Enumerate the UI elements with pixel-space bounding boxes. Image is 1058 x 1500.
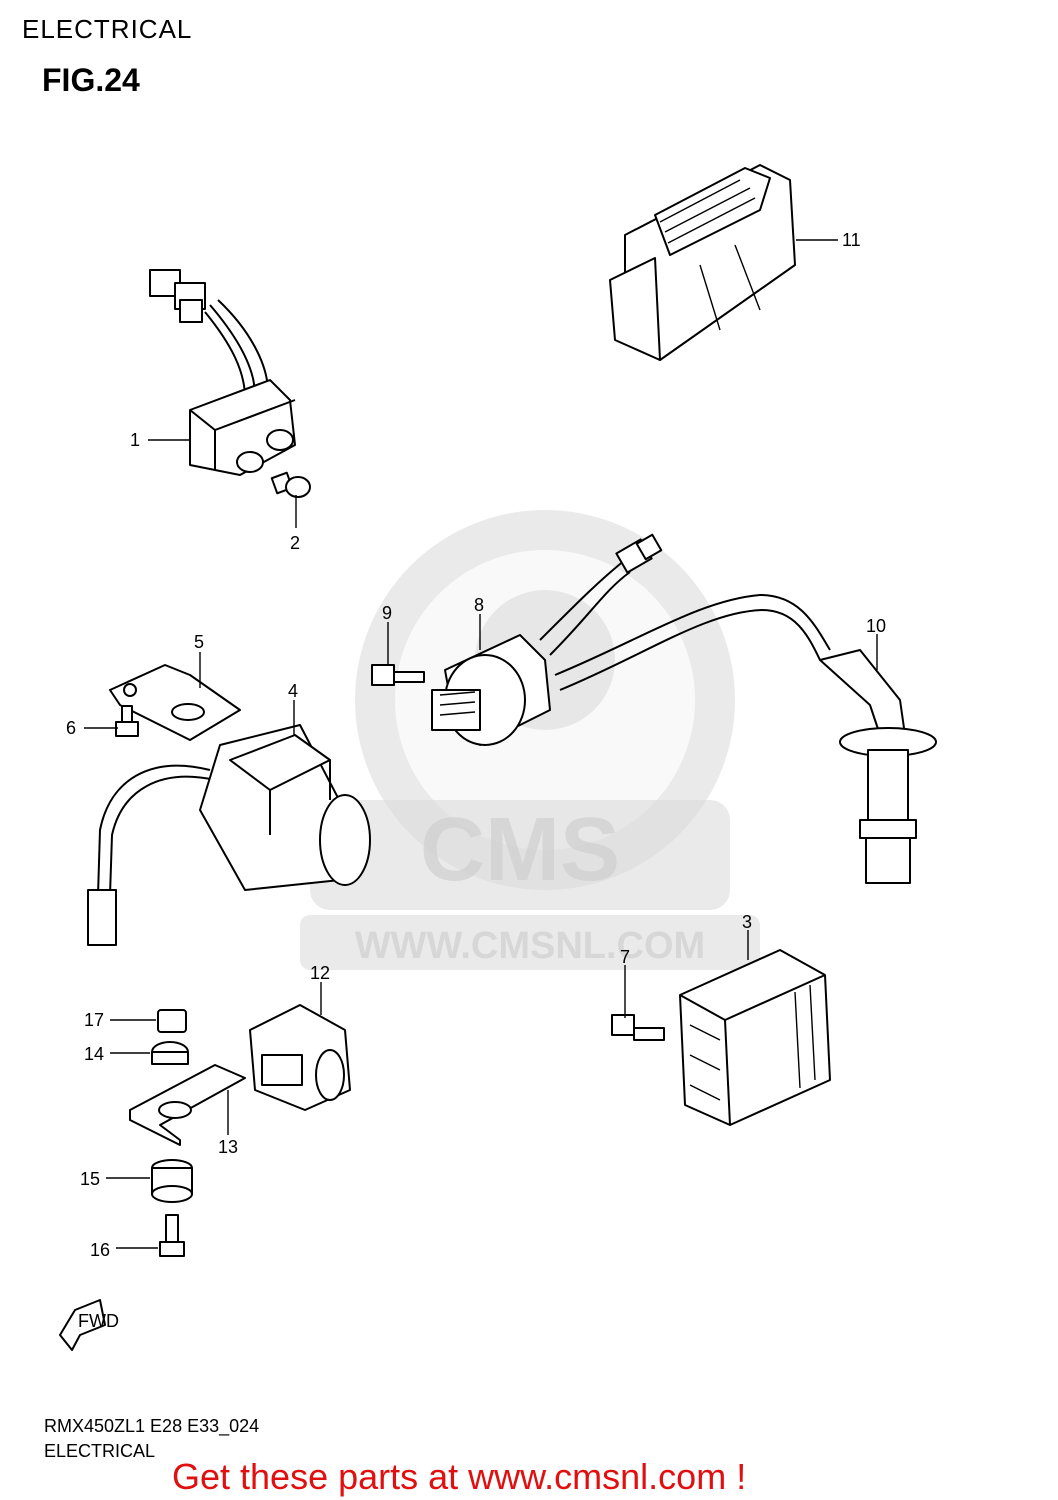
callout-5: 5 — [194, 632, 204, 652]
callout-1: 1 — [130, 430, 140, 450]
callout-8: 8 — [474, 595, 484, 615]
part-7-bolt — [611, 1014, 665, 1041]
part-9-bolt — [371, 664, 425, 686]
callout-14: 14 — [84, 1044, 104, 1064]
cms-watermark: CMS WWW.CMSNL.COM — [300, 510, 760, 970]
callout-6: 6 — [66, 718, 76, 738]
callout-17: 17 — [84, 1010, 104, 1030]
part-15-grommet — [151, 1159, 193, 1203]
callout-11: 11 — [842, 230, 861, 250]
part-6-bolt — [115, 705, 139, 737]
footer-section: ELECTRICAL — [44, 1441, 156, 1461]
part-11-ecm — [609, 164, 796, 361]
part-12-relay — [249, 1004, 351, 1111]
part-4-component — [87, 724, 371, 946]
callout-16: 16 — [90, 1240, 110, 1260]
callout-4: 4 — [288, 681, 298, 701]
figure-label: FIG.24 — [42, 62, 140, 98]
part-2-screw — [270, 471, 311, 498]
fwd-arrow-icon: FWD — [59, 1299, 119, 1351]
leader-lines — [84, 239, 878, 1249]
watermark-url: WWW.CMSNL.COM — [355, 925, 705, 967]
part-17-nut — [157, 1009, 187, 1033]
model-code: RMX450ZL1 E28 E33_024 — [44, 1416, 260, 1436]
callout-2: 2 — [290, 533, 300, 553]
part-8-ignition-coil — [431, 533, 831, 746]
part-5-bracket — [109, 664, 241, 741]
callout-12: 12 — [310, 963, 330, 983]
callout-15: 15 — [80, 1169, 100, 1189]
part-13-bracket — [129, 1064, 246, 1146]
part-14-washer — [151, 1041, 189, 1065]
callout-13: 13 — [218, 1137, 238, 1157]
callout-7: 7 — [620, 947, 630, 967]
callout-3: 3 — [742, 912, 752, 932]
fwd-label: FWD — [78, 1311, 119, 1331]
part-16-bolt — [159, 1214, 185, 1257]
section-title: ELECTRICAL — [22, 14, 193, 44]
part-1-starter-relay — [149, 269, 296, 476]
cta-link[interactable]: Get these parts at www.cmsnl.com ! — [172, 1456, 747, 1497]
callout-9: 9 — [382, 603, 392, 623]
part-10-plug-cap — [819, 649, 937, 884]
part-3-regulator — [679, 949, 831, 1126]
callout-labels: 1 2 3 4 5 6 7 8 9 10 11 12 13 14 15 16 1… — [66, 230, 886, 1260]
watermark-brand: CMS — [420, 800, 620, 900]
callout-10: 10 — [866, 616, 886, 636]
